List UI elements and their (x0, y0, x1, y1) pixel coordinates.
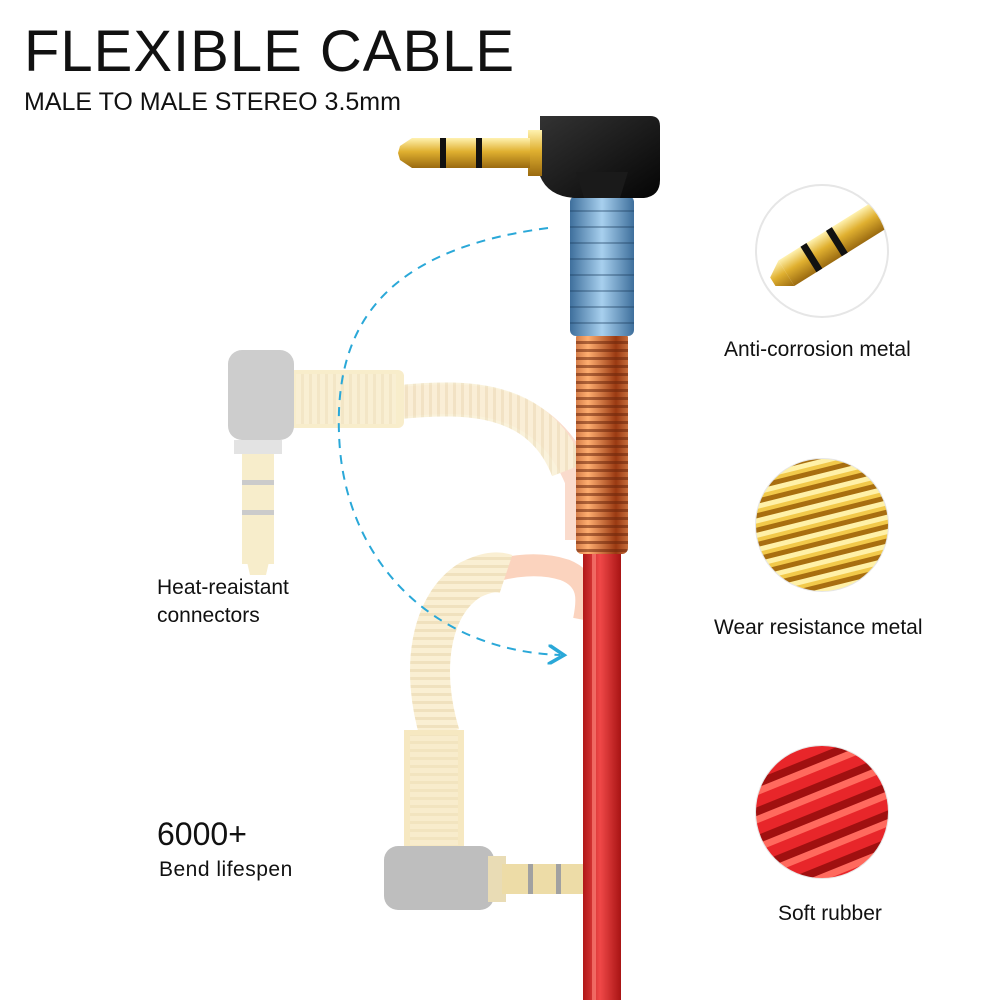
heat-resistant-line1: Heat-reaistant (157, 576, 289, 599)
feature-label-wear-resistance: Wear resistance metal (714, 616, 923, 639)
bend-count: 6000+ (157, 816, 247, 852)
bend-lifespan-label: Bend lifespen (159, 858, 293, 881)
feature-circle-wear-resistance (755, 458, 889, 592)
feature-circle-soft-rubber (755, 745, 889, 879)
main-cable (398, 116, 660, 1000)
ghost-bent-connector-upper (228, 350, 595, 575)
page-title: FLEXIBLE CABLE (24, 19, 516, 84)
ghost-bent-connector-lower (384, 552, 598, 910)
feature-label-anti-corrosion: Anti-corrosion metal (724, 338, 911, 361)
feature-label-soft-rubber: Soft rubber (778, 902, 882, 925)
page-subtitle: MALE TO MALE STEREO 3.5mm (24, 88, 401, 116)
bend-arrow (337, 227, 560, 655)
heat-resistant-line2: connectors (157, 604, 260, 627)
feature-circle-anti-corrosion (755, 184, 889, 318)
heat-resistant-label: Heat-reaistant connectors (157, 574, 289, 630)
